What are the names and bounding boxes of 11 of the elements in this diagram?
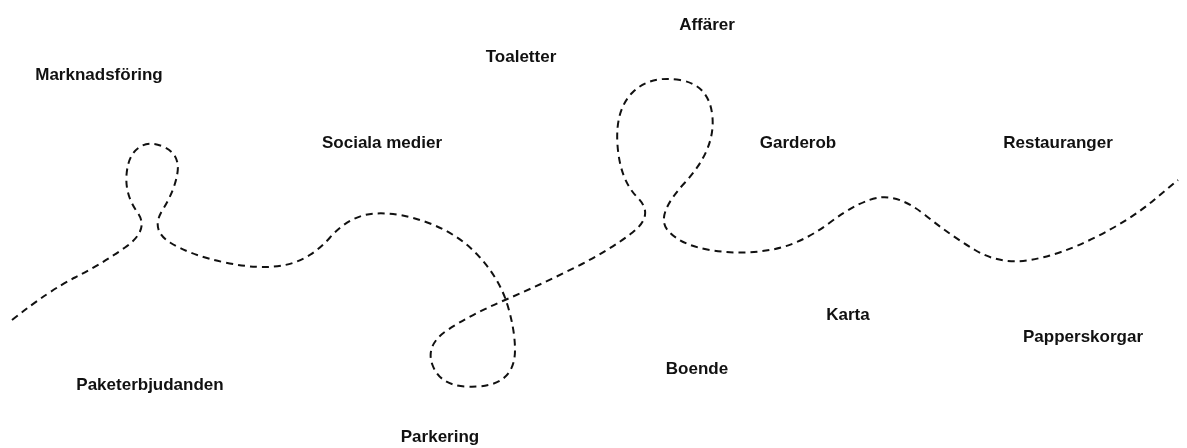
keyword-label: Papperskorgar: [1023, 327, 1143, 347]
keyword-label: Affärer: [679, 15, 735, 35]
keyword-label: Toaletter: [485, 47, 557, 67]
keyword-label: Boende: [665, 359, 729, 379]
keyword-label: Karta: [826, 305, 870, 325]
keyword-label: Garderob: [759, 133, 837, 153]
keyword-label: Paketerbjudanden: [76, 375, 224, 395]
keyword-label: Parkering: [400, 427, 480, 447]
keyword-label: Restauranger: [1003, 133, 1113, 153]
keyword-label: Marknadsföring: [35, 65, 163, 85]
keyword-label: Sociala medier: [322, 133, 442, 153]
